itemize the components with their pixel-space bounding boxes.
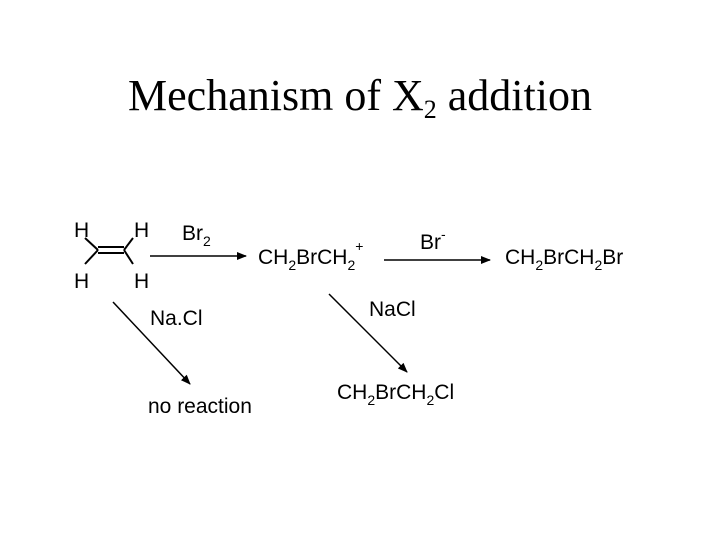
arrow-cation-nacl: [328, 293, 408, 373]
bond-top-right: [123, 237, 134, 251]
title-subscript: 2: [423, 95, 437, 124]
h-atom-bottom-right: H: [134, 270, 149, 293]
product-dibromide: CH2BrCH2Br: [505, 246, 623, 273]
ethylene-structure: H H H H: [74, 219, 149, 293]
h-atom-top-left: H: [74, 219, 89, 242]
product-chlorobromide: CH2BrCH2Cl: [337, 381, 454, 408]
reagent-br2: Br2: [182, 222, 211, 249]
reagent-bromide: Br-: [420, 226, 446, 254]
arrow-ethylene-nacl: [112, 301, 191, 385]
reagent-nacl-left: Na.Cl: [150, 307, 203, 330]
intermediate-cation: CH2BrCH2+: [258, 238, 363, 273]
bond-bottom-right: [123, 249, 134, 265]
bond-bottom-left: [84, 249, 99, 265]
h-atom-bottom-left: H: [74, 270, 89, 293]
title-end: addition: [436, 71, 592, 120]
title-main: Mechanism of X: [128, 71, 424, 120]
outcome-no-reaction: no reaction: [148, 395, 252, 418]
h-atom-top-right: H: [134, 219, 149, 242]
bond-top-left: [84, 237, 99, 251]
slide-title: Mechanism of X2 addition: [0, 66, 720, 126]
reagent-nacl-right: NaCl: [369, 298, 416, 321]
